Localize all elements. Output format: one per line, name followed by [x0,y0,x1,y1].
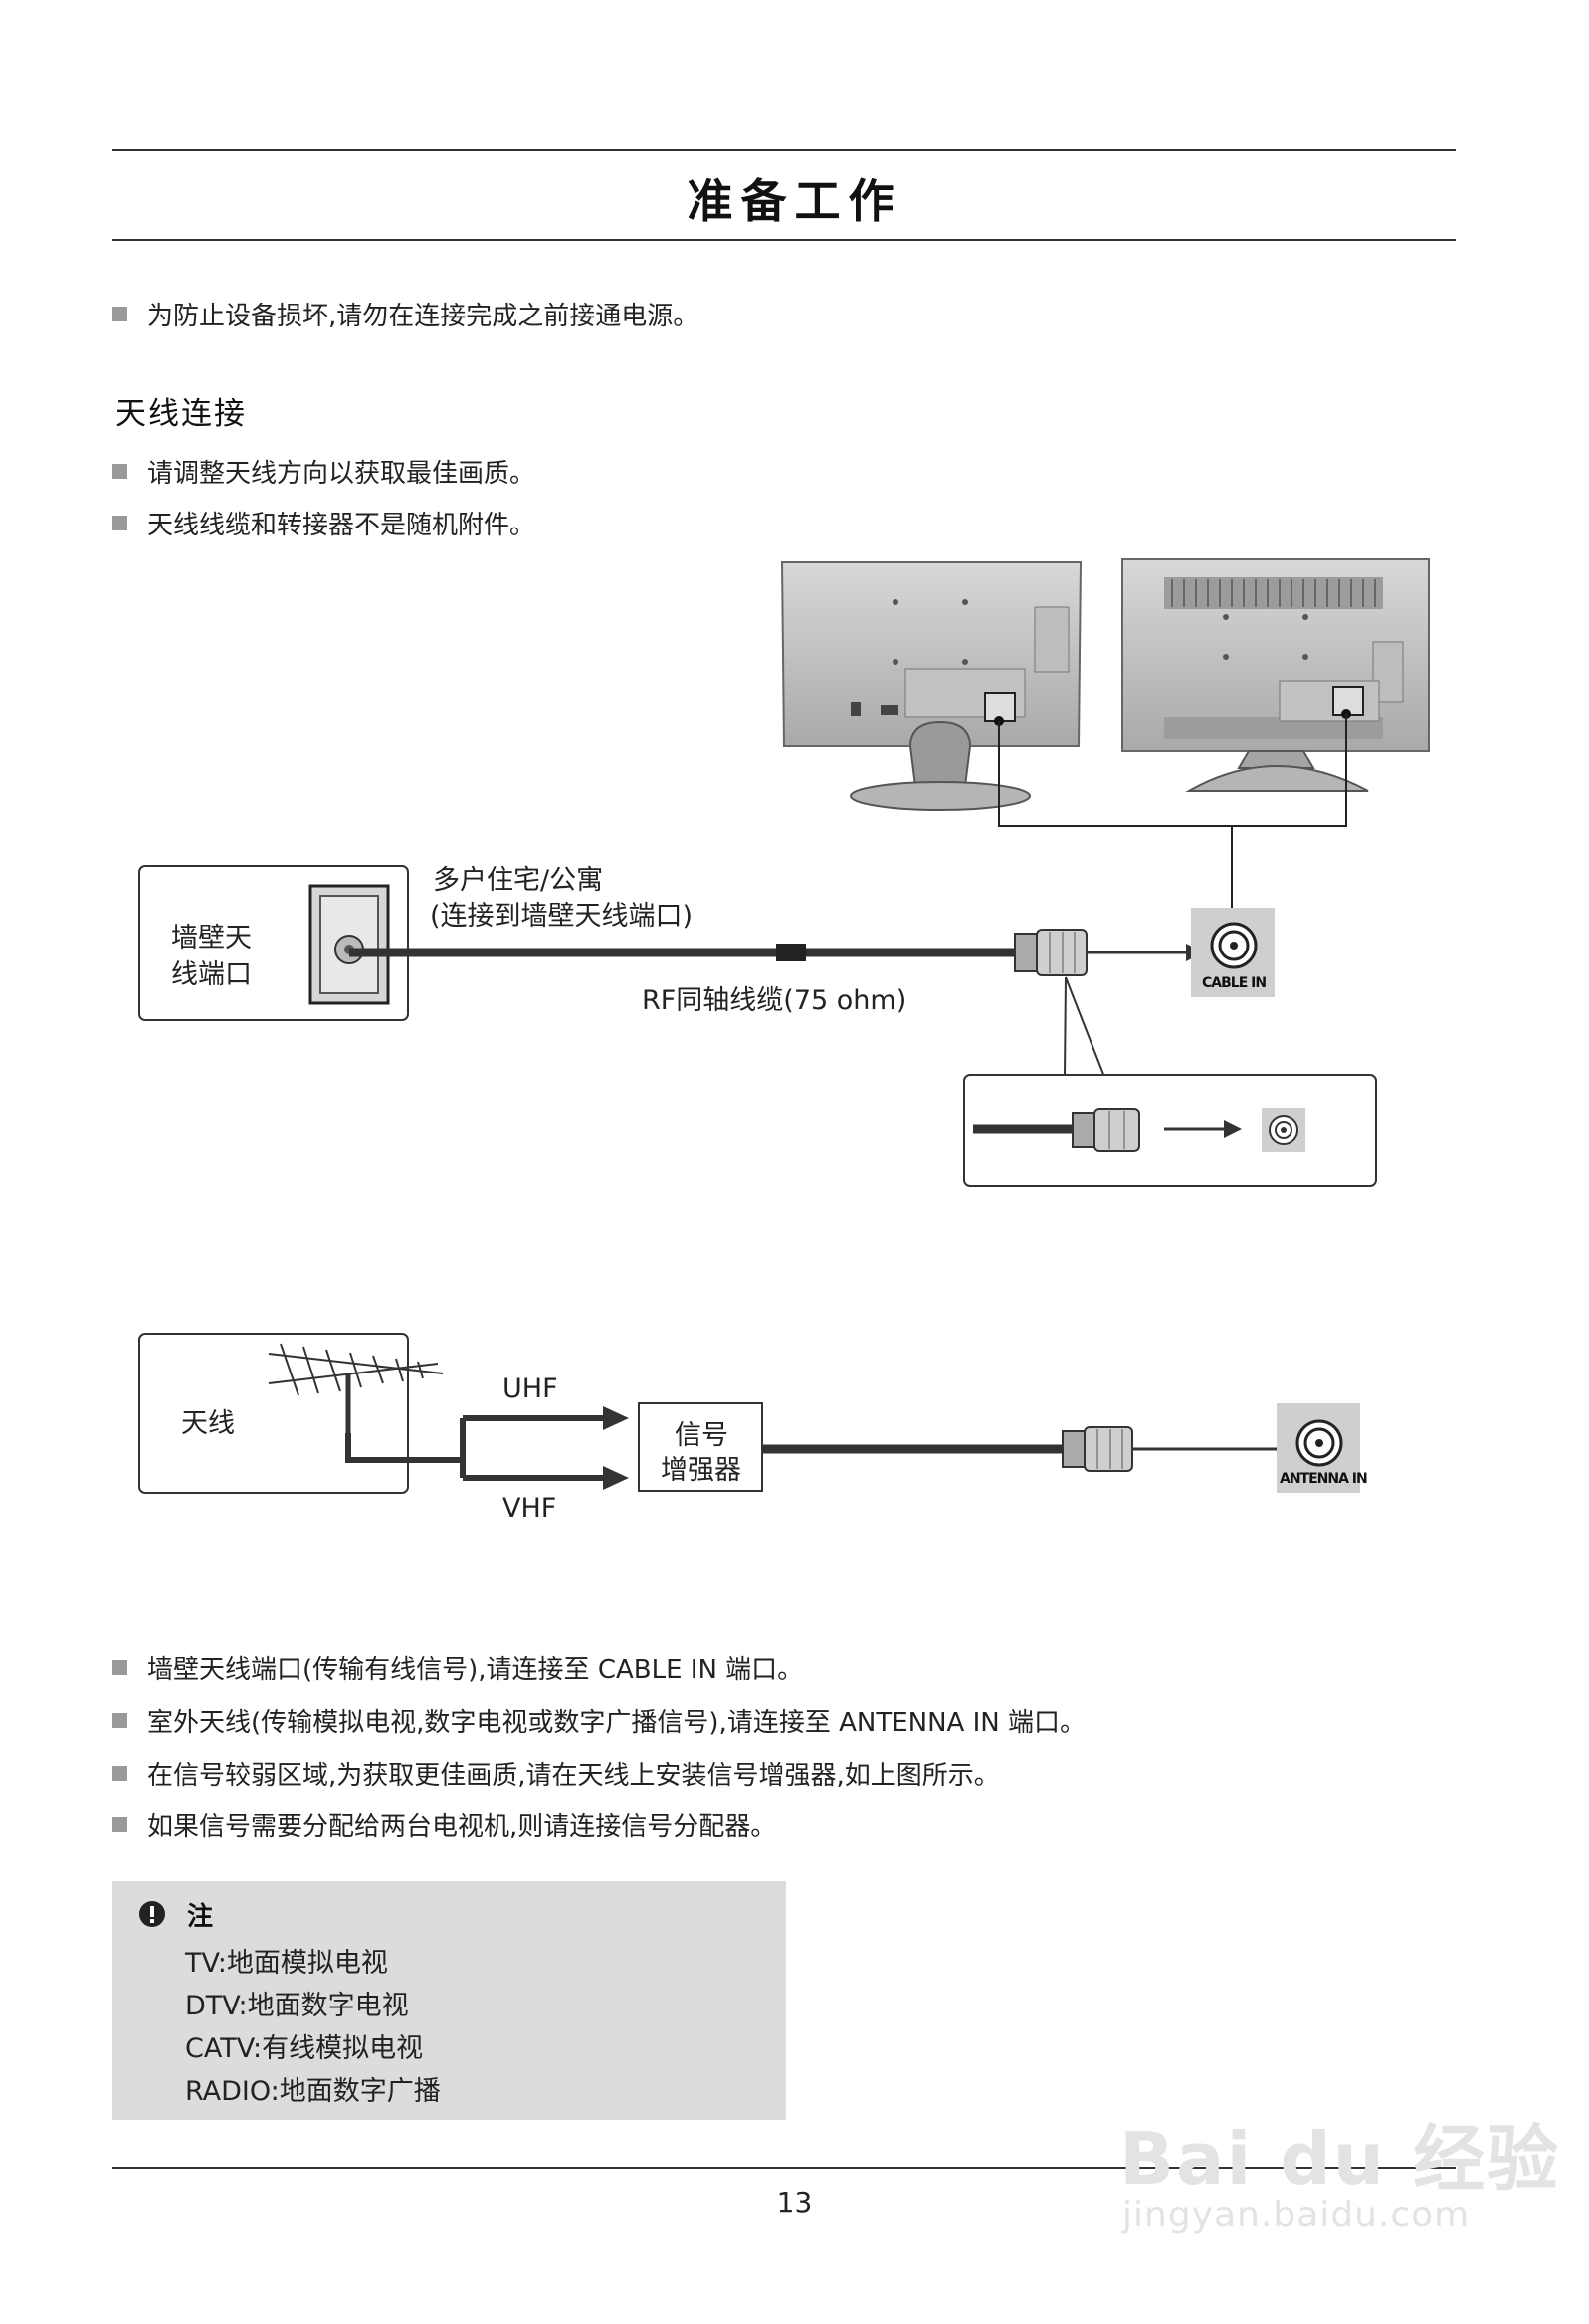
bullet-square-icon [112,1817,127,1832]
vhf-label: VHF [502,1493,557,1524]
info-bullet: 室外天线(传输模拟电视,数字电视或数字广播信号),请连接至 ANTENNA IN… [112,1702,1086,1739]
info-bullet-text: 室外天线(传输模拟电视,数字电视或数字广播信号),请连接至 ANTENNA IN… [147,1708,1086,1738]
wall-port-label: 墙壁天 [171,923,252,953]
info-bullet: 墙壁天线端口(传输有线信号),请连接至 CABLE IN 端口。 [112,1649,803,1686]
note-line: CATV:有线模拟电视 [185,2033,424,2064]
uhf-label: UHF [502,1373,558,1404]
intro-bullet-text: 为防止设备损坏,请勿在连接完成之前接通电源。 [147,302,699,331]
wall-port-label: 线端口 [171,959,252,990]
apartment-label: 多户住宅/公寓 [433,865,604,896]
bullet-square-icon [112,516,127,530]
antenna-connection-diagram [138,558,1430,1494]
note-line: DTV:地面数字电视 [185,1991,409,2021]
note-line: TV:地面模拟电视 [185,1948,388,1979]
watermark-logo: Bai du 经验 [1119,2117,1561,2201]
info-bullet-text: 如果信号需要分配给两台电视机,则请连接信号分配器。 [147,1812,777,1842]
intro-bullet: 为防止设备损坏,请勿在连接完成之前接通电源。 [112,296,698,332]
tv-back-right-icon [1121,558,1430,792]
tv-back-left-icon [780,561,1083,811]
signal-booster-label: 信号 [675,1420,728,1451]
section-heading: 天线连接 [115,396,247,432]
exclamation-circle-icon [139,1901,165,1927]
title-underline [112,239,1456,241]
bullet-square-icon [112,1766,127,1781]
section-bullet-text: 天线线缆和转接器不是随机附件。 [147,511,536,540]
info-bullet: 在信号较弱区域,为获取更佳画质,请在天线上安装信号增强器,如上图所示。 [112,1755,1000,1792]
page-number: 13 [776,2186,813,2218]
note-line: RADIO:地面数字广播 [185,2076,441,2107]
watermark-url: jingyan.baidu.com [1122,2195,1471,2235]
section-bullet: 请调整天线方向以获取最佳画质。 [112,453,535,490]
bullet-square-icon [112,1713,127,1728]
info-bullet-text: 墙壁天线端口(传输有线信号),请连接至 CABLE IN 端口。 [147,1655,804,1685]
cable-in-port-label: CABLE IN [1202,975,1267,991]
bullet-square-icon [112,307,127,321]
info-bullet-text: 在信号较弱区域,为获取更佳画质,请在天线上安装信号增强器,如上图所示。 [147,1761,1000,1791]
bullet-square-icon [112,1660,127,1675]
section-bullet: 天线线缆和转接器不是随机附件。 [112,505,535,541]
note-box [112,1881,786,2120]
note-title: 注 [187,1902,214,1932]
section-bullet-text: 请调整天线方向以获取最佳画质。 [147,459,536,489]
apartment-label: (连接到墙壁天线端口) [430,901,694,932]
page-title: 准备工作 [687,174,902,228]
bullet-square-icon [112,464,127,479]
cable-label: RF同轴线缆(75 ohm) [642,985,907,1016]
top-rule [112,149,1456,151]
info-bullet: 如果信号需要分配给两台电视机,则请连接信号分配器。 [112,1806,776,1843]
footer-rule [112,2167,1456,2169]
signal-booster-label: 增强器 [661,1455,741,1486]
antenna-in-port-label: ANTENNA IN [1280,1471,1368,1487]
antenna-label: 天线 [181,1408,235,1439]
